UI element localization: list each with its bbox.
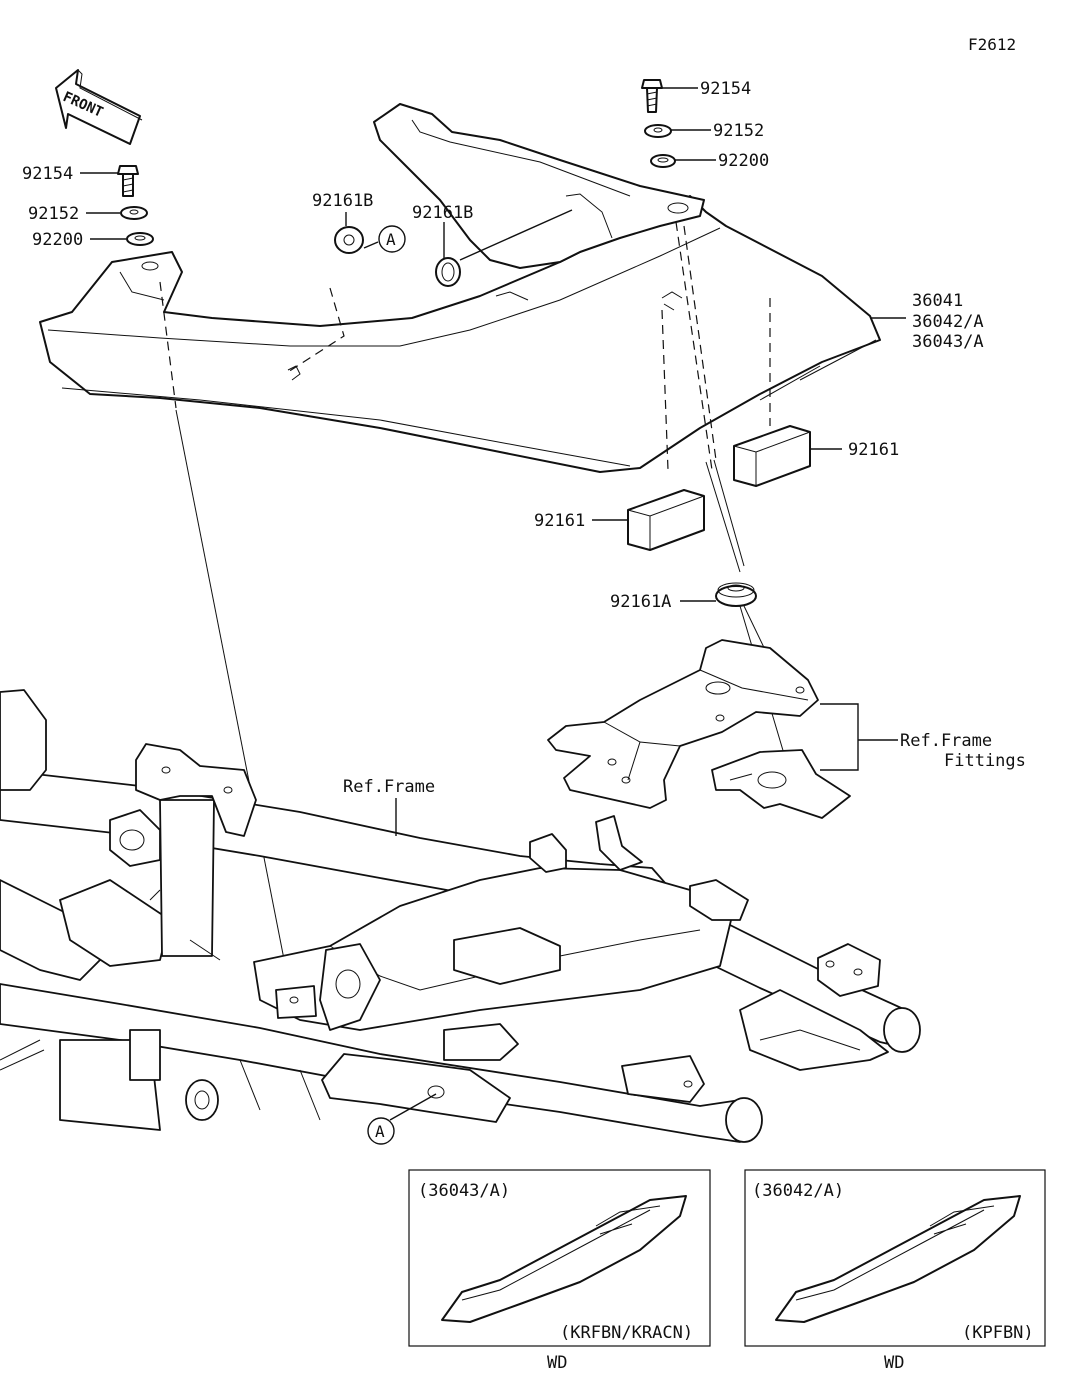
label-92152-right: 92152 (713, 121, 764, 141)
svg-text:A: A (386, 230, 396, 249)
label-92161a: 92161A (610, 592, 671, 612)
label-92152-left: 92152 (28, 204, 79, 224)
grommet-b-right[interactable] (435, 257, 461, 287)
inset-36043a: (36043/A) (KRFBN/KRACN) WD (408, 1169, 711, 1373)
grommet-a[interactable] (715, 582, 757, 607)
inset-36042a-code: (KPFBN) (962, 1323, 1034, 1343)
seat-cover-36043a-thumbnail (441, 1195, 687, 1323)
label-92154-left: 92154 (22, 164, 73, 184)
label-92161-upper: 92161 (848, 440, 899, 460)
label-92161b-left: 92161B (312, 191, 373, 211)
damper-right[interactable] (650, 154, 676, 168)
label-36042a: 36042/A (912, 312, 984, 332)
label-92200-right: 92200 (718, 151, 769, 171)
label-ref-fittings-1: Ref.Frame (900, 731, 992, 751)
seat-cover[interactable] (39, 103, 881, 473)
damper-left[interactable] (126, 232, 154, 246)
bolt-left[interactable] (117, 165, 139, 197)
label-36043a: 36043/A (912, 332, 984, 352)
seat-cover-36042a-thumbnail (775, 1195, 1021, 1323)
pad-upper[interactable] (733, 425, 811, 487)
marker-a-bottom: A (367, 1117, 395, 1145)
inset-36042a-footer: WD (884, 1353, 904, 1373)
inset-36042a: (36042/A) (KPFBN) WD (744, 1169, 1046, 1373)
grommet-b-left[interactable] (334, 226, 364, 254)
figure-id: F2612 (968, 35, 1016, 54)
inset-36043a-code: (KRFBN/KRACN) (560, 1323, 693, 1343)
inset-36043a-title: (36043/A) (418, 1181, 510, 1201)
label-92161-lower: 92161 (534, 511, 585, 531)
front-arrow-icon: FRONT (55, 69, 143, 145)
label-ref-fittings-2: Fittings (944, 751, 1026, 771)
svg-text:A: A (375, 1122, 385, 1141)
label-ref-frame: Ref.Frame (343, 777, 435, 797)
label-36041: 36041 (912, 291, 963, 311)
marker-a-top: A (378, 225, 406, 253)
pad-lower[interactable] (627, 489, 705, 551)
bolt-right[interactable] (641, 79, 663, 113)
assembly-guide-lines (159, 221, 791, 1001)
frame-fittings[interactable] (547, 639, 851, 819)
inset-36042a-title: (36042/A) (752, 1181, 844, 1201)
washer-right[interactable] (644, 124, 672, 138)
label-92200-left: 92200 (32, 230, 83, 250)
label-92161b-right: 92161B (412, 203, 473, 223)
washer-left[interactable] (120, 206, 148, 220)
label-92154-right: 92154 (700, 79, 751, 99)
main-frame[interactable] (0, 689, 921, 1143)
inset-36043a-footer: WD (547, 1353, 567, 1373)
